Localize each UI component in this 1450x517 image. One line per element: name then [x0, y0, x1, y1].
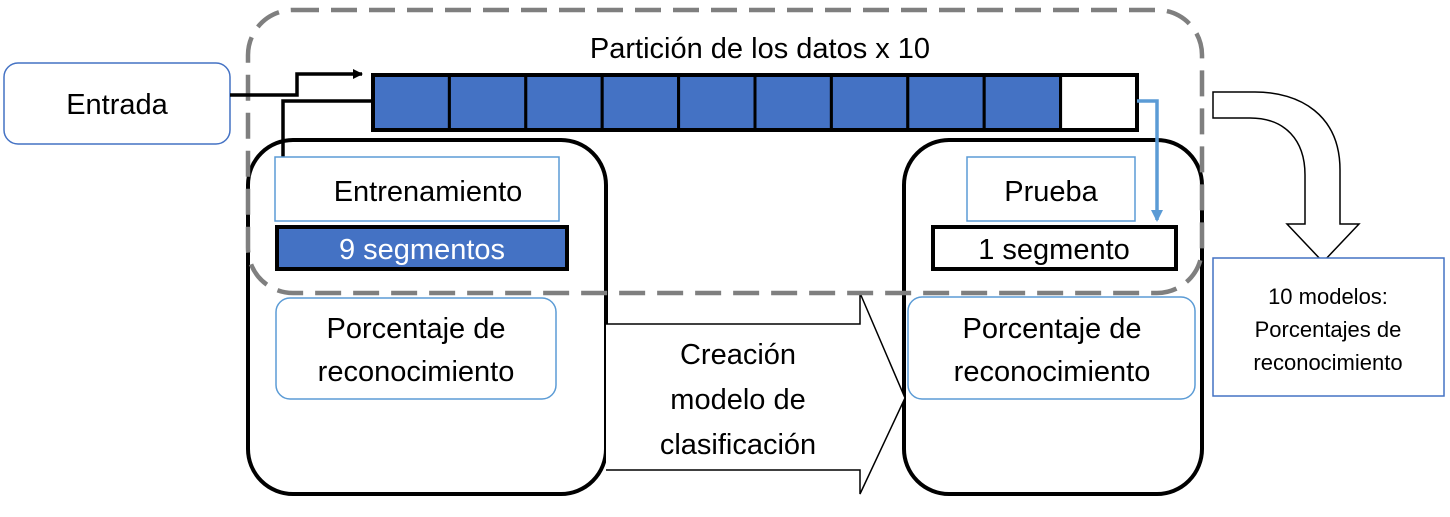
- partition-segment-training: [829, 73, 910, 132]
- test-accuracy-line-2: reconocimiento: [954, 356, 1151, 388]
- result-curved-arrow: [1212, 91, 1361, 264]
- input-box: [3, 62, 231, 145]
- test-accuracy-box: [907, 296, 1196, 400]
- result-line-2: Porcentajes de: [1255, 317, 1402, 342]
- training-segments-label: 9 segmentos: [339, 234, 505, 266]
- partition-segment-training: [447, 73, 528, 132]
- partition-segment-test: [1059, 73, 1139, 132]
- training-segments-bar: [275, 225, 569, 271]
- result-line-3: reconocimiento: [1253, 350, 1402, 375]
- model-arrow-line-3: clasificación: [660, 429, 816, 461]
- partition-segment-training: [753, 73, 833, 132]
- partition-bar: [371, 73, 1139, 132]
- result-box: [1212, 257, 1445, 397]
- partition-segment-training: [677, 73, 757, 132]
- test-segment-bar: [931, 225, 1178, 271]
- input-to-partition-arrow: [230, 69, 363, 97]
- partition-segment-training: [371, 73, 451, 132]
- test-label: Prueba: [1004, 176, 1098, 208]
- test-segment-label: 1 segmento: [978, 234, 1130, 266]
- model-arrow-line-2: modelo de: [670, 384, 805, 416]
- test-label-box: [966, 156, 1136, 222]
- partition-segment-training: [906, 73, 986, 132]
- partition-title: Partición de los datos x 10: [590, 33, 930, 65]
- training-accuracy-box: [275, 297, 557, 400]
- result-line-1: 10 modelos:: [1268, 284, 1388, 309]
- partition-segment-training: [600, 73, 681, 132]
- test-accuracy-line-1: Porcentaje de: [963, 313, 1142, 345]
- partition-segment-training: [982, 73, 1063, 132]
- training-label-box: [274, 156, 560, 222]
- model-creation-arrow: [606, 292, 906, 495]
- training-accuracy-line-1: Porcentaje de: [327, 313, 506, 345]
- partition-to-test-arrow: [1137, 99, 1163, 222]
- partition-dashed-border: [245, 7, 1205, 296]
- input-label: Entrada: [66, 89, 168, 121]
- partition-segment-training: [524, 73, 604, 132]
- training-label: Entrenamiento: [334, 176, 523, 208]
- model-arrow-line-1: Creación: [680, 339, 796, 371]
- training-accuracy-line-2: reconocimiento: [318, 356, 515, 388]
